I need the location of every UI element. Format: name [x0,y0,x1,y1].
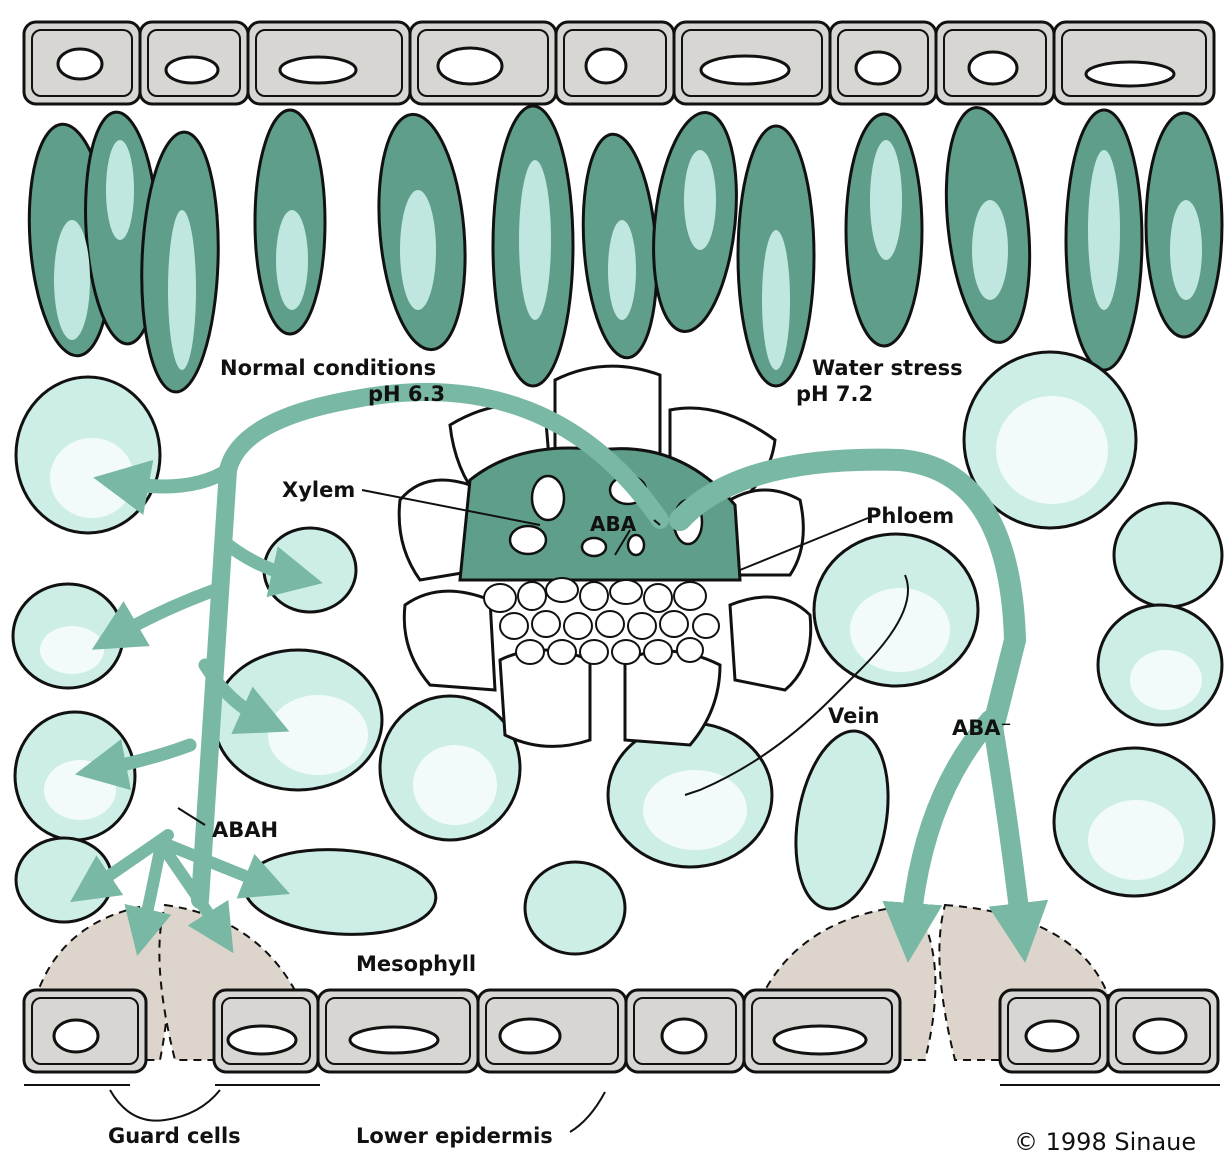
vein [399,366,811,746]
vein-label: Vein [828,704,880,728]
lower-epidermis-label: Lower epidermis [356,1124,553,1148]
aba-minus-right-arrow [992,720,1022,935]
guard-cells-label: Guard cells [108,1124,241,1148]
palisade-layer [22,103,1222,393]
upper-epidermis [24,22,1214,104]
aba-label: ABA [590,512,636,536]
lower-epidermis-leader [570,1092,605,1132]
xylem-label: Xylem [282,478,355,502]
copyright-text: © 1998 Sinaue [1014,1128,1196,1156]
aba-minus-label: ABA⁻ [952,716,1012,740]
abah-branch-3 [112,590,215,638]
aba-minus-left-arrow [910,720,990,935]
normal-ph-label: pH 6.3 [368,382,445,406]
water-stress-label: Water stress [812,356,963,380]
mesophyll-label: Mesophyll [356,952,476,976]
phloem-label: Phloem [866,504,954,528]
normal-conditions-label: Normal conditions [220,356,436,380]
abah-label: ABAH [212,818,278,842]
stress-ph-label: pH 7.2 [796,382,873,406]
guard-cells-leader [110,1090,220,1121]
